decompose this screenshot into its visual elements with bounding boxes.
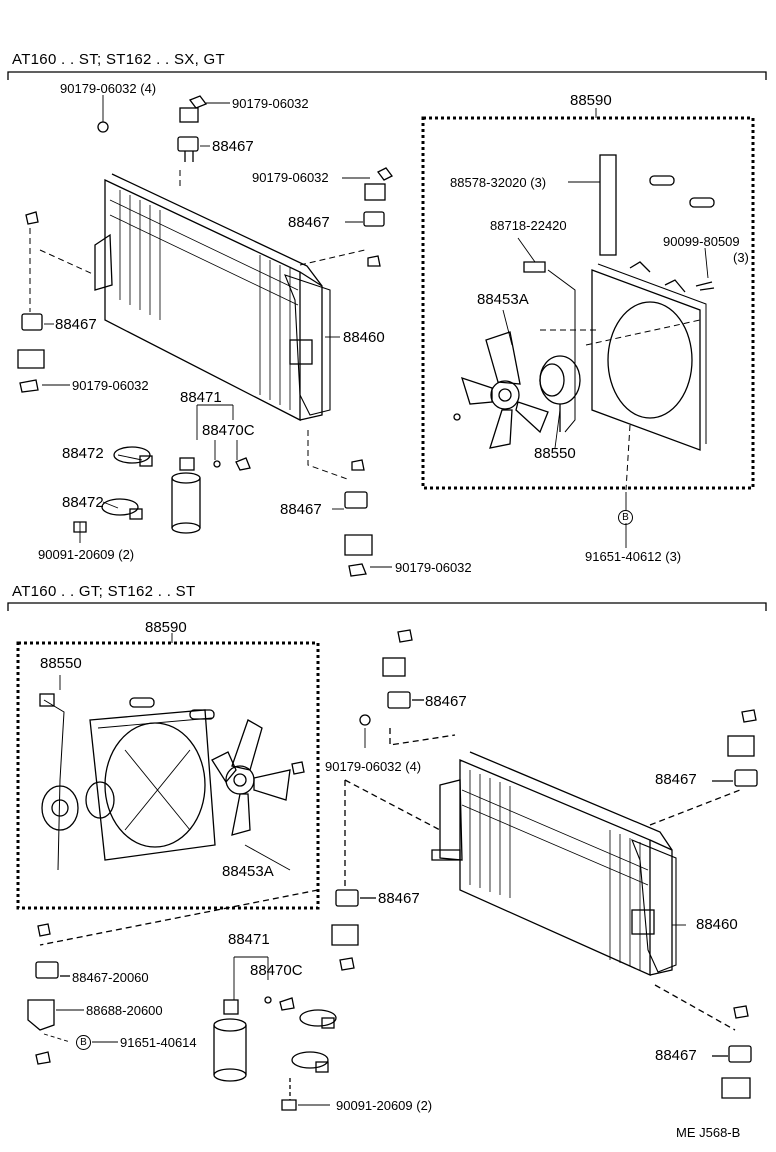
condenser-bottom bbox=[431, 751, 677, 977]
receiver-bottom bbox=[213, 999, 247, 1082]
label-clamp-b-top: 88472 bbox=[62, 494, 104, 511]
label-nut-b-top: 90179-06032 bbox=[252, 170, 329, 185]
label-circle-b-top: B bbox=[618, 509, 633, 525]
fan-top bbox=[461, 331, 549, 449]
label-receiver-bottom: 88471 bbox=[228, 931, 270, 948]
footer-code: ME J568-B bbox=[676, 1125, 741, 1140]
label-mount-d-top: 88467 bbox=[280, 501, 322, 518]
label-bracket-set-bottom: 88470C bbox=[250, 962, 303, 979]
label-condenser-bottom: 88460 bbox=[696, 916, 738, 933]
label-bolt-b-top: 91651-40612 (3) bbox=[585, 549, 682, 564]
label-bolt-bottom: 90091-20609 (2) bbox=[336, 1098, 433, 1113]
label-screw-top: 90099-80509 bbox=[663, 234, 740, 249]
section-2-bracket bbox=[7, 602, 767, 611]
label-mount-d-bottom: 88467-20060 bbox=[72, 970, 149, 985]
label-bolt-b-bottom: 91651-40614 bbox=[120, 1035, 197, 1050]
label-shroud-strip-top: 88578-32020 (3) bbox=[450, 175, 547, 190]
label-clamp-a-top: 88472 bbox=[62, 445, 104, 462]
label-receiver-top: 88471 bbox=[180, 389, 222, 406]
label-clip-top: 88718-22420 bbox=[490, 218, 567, 233]
label-circle-b-bottom: B bbox=[76, 1034, 91, 1050]
label-mount-c-bottom: 88467 bbox=[378, 890, 420, 907]
label-nut-d-top: 90179-06032 bbox=[395, 560, 472, 575]
label-mount-b-bottom: 88467 bbox=[655, 771, 697, 788]
label-nut-qty4-bottom: 90179-06032 (4) bbox=[325, 759, 422, 774]
label-bolt-top: 90091-20609 (2) bbox=[38, 547, 135, 562]
label-nut-c-top: 90179-06032 bbox=[72, 378, 149, 393]
fan-bottom bbox=[211, 719, 291, 836]
label-motor-top: 88550 bbox=[534, 445, 576, 462]
section-title-top: AT160 . . ST; ST162 . . SX, GT bbox=[12, 51, 225, 68]
fan-assembly-box-bottom bbox=[16, 641, 320, 910]
label-bracket-set-top: 88470C bbox=[202, 422, 255, 439]
label-condenser-top: 88460 bbox=[343, 329, 385, 346]
label-bracket-bottom: 88688-20600 bbox=[86, 1003, 163, 1018]
fan-assembly-box-top bbox=[421, 116, 755, 490]
section-title-bottom: AT160 . . GT; ST162 . . ST bbox=[12, 583, 196, 600]
label-motor-bottom: 88550 bbox=[40, 655, 82, 672]
label-mount-a-bottom: 88467 bbox=[425, 693, 467, 710]
section-1-bracket bbox=[7, 71, 767, 80]
label-fan-bottom: 88453A bbox=[222, 863, 274, 880]
label-mount-e-bottom: 88467 bbox=[655, 1047, 697, 1064]
label-mount-b-top: 88467 bbox=[288, 214, 330, 231]
label-fan-assy-top: 88590 bbox=[570, 92, 612, 109]
label-fan-top: 88453A bbox=[477, 291, 529, 308]
mount-icons-top bbox=[17, 95, 393, 577]
receiver-top bbox=[171, 457, 201, 534]
label-nut-qty4-top: 90179-06032 (4) bbox=[60, 81, 157, 96]
label-mount-a-top: 88467 bbox=[212, 138, 254, 155]
label-nut-a-top: 90179-06032 bbox=[232, 96, 309, 111]
label-screw-qty-top: (3) bbox=[733, 250, 749, 265]
condenser-top bbox=[94, 173, 331, 422]
label-fan-assy-bottom: 88590 bbox=[145, 619, 187, 636]
label-mount-c-top: 88467 bbox=[55, 316, 97, 333]
